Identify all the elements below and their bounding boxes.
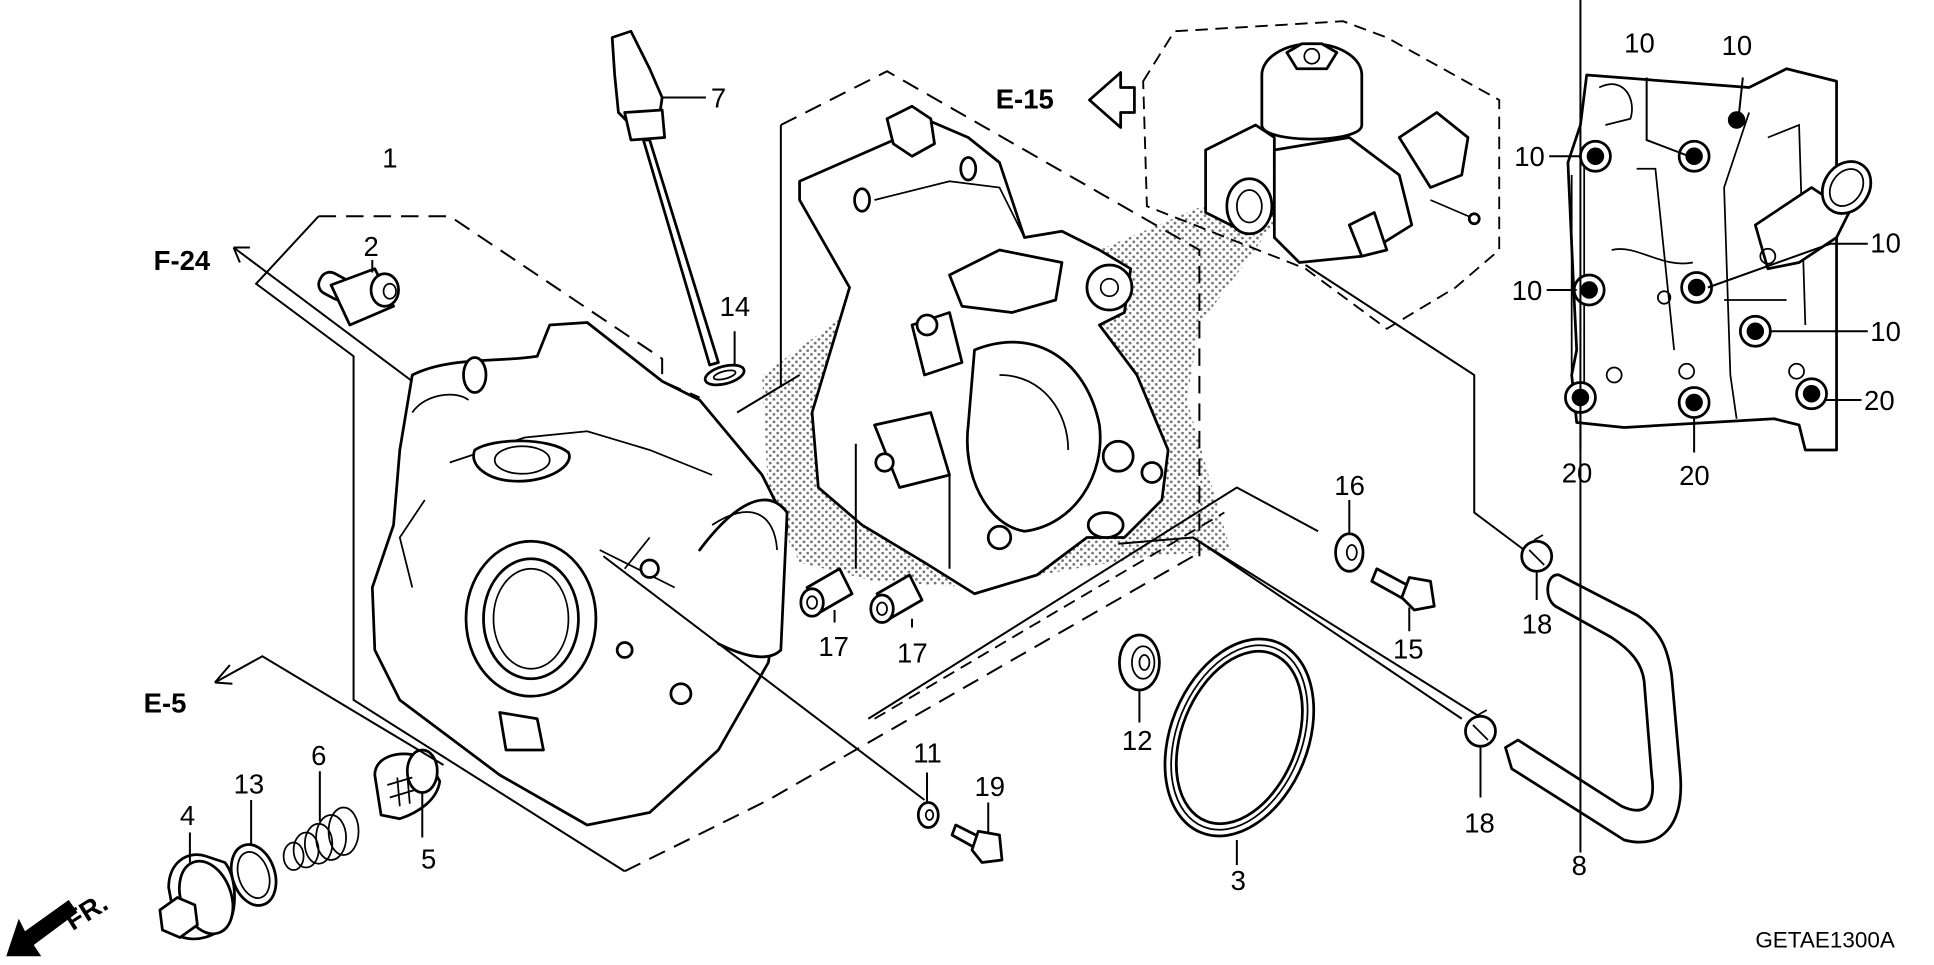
part-12-oil-seal[interactable] (1118, 633, 1161, 723)
callout-15[interactable]: 15 (1393, 634, 1424, 665)
callout-11[interactable]: 11 (913, 737, 942, 768)
bracket-e5 (214, 655, 445, 766)
callout-3[interactable]: 3 (1231, 865, 1246, 896)
reference-labels: F-24 E-5 E-15 FR. GETAE1300A (59, 84, 1895, 953)
callout-17-left[interactable]: 17 (818, 631, 849, 662)
part-3-large-o-ring[interactable] (1137, 617, 1341, 865)
callout-6[interactable]: 6 (311, 740, 326, 771)
callout-13[interactable]: 13 (234, 769, 265, 800)
part-17-dowel-pins[interactable] (799, 567, 924, 628)
callout-10-left-lower[interactable]: 10 (1512, 275, 1543, 306)
part-8-breather-hose[interactable] (1504, 0, 1683, 853)
callout-4[interactable]: 4 (180, 800, 195, 831)
bracket-f24 (232, 246, 413, 383)
part-16-washer[interactable] (1334, 500, 1365, 573)
callout-10-right-lower[interactable]: 10 (1870, 316, 1901, 347)
callout-20-bottom-left[interactable]: 20 (1562, 457, 1593, 488)
part-7-dipstick[interactable] (610, 29, 720, 367)
callout-14[interactable]: 14 (720, 291, 751, 322)
callout-labels: 1 2 3 4 5 6 7 8 10 10 10 10 10 10 11 12 … (180, 27, 1901, 896)
callout-18-lower[interactable]: 18 (1464, 807, 1495, 838)
drawing-code: GETAE1300A (1755, 927, 1895, 952)
callout-2[interactable]: 2 (364, 231, 379, 262)
front-arrow-icon (6, 900, 78, 957)
part-14-o-ring[interactable] (703, 331, 746, 388)
callout-1[interactable]: 1 (382, 142, 397, 173)
callout-17-right[interactable]: 17 (897, 637, 928, 668)
part-11-washer[interactable] (916, 772, 940, 829)
crankcase-right[interactable] (736, 70, 1201, 596)
callout-10-right-upper[interactable]: 10 (1870, 227, 1901, 258)
callout-20-right[interactable]: 20 (1864, 385, 1895, 416)
cylinder-head-cover[interactable] (1546, 67, 1881, 453)
callout-20-bottom-center[interactable]: 20 (1679, 460, 1710, 491)
callout-19[interactable]: 19 (974, 771, 1005, 802)
part-4-drain-plug[interactable] (158, 832, 243, 942)
part-1-crankcase-left[interactable] (254, 215, 1194, 873)
part-15-bolt[interactable] (1370, 567, 1436, 632)
callout-10-top-left[interactable]: 10 (1624, 27, 1655, 58)
callout-7[interactable]: 7 (711, 82, 726, 113)
ref-f24[interactable]: F-24 (154, 245, 211, 276)
front-label: FR. (59, 887, 113, 937)
ref-e5[interactable]: E-5 (144, 687, 187, 718)
part-18-hose-clamps[interactable] (1192, 534, 1554, 798)
callout-18-upper[interactable]: 18 (1522, 609, 1553, 640)
part-19-bolt[interactable] (950, 802, 1004, 864)
callout-5[interactable]: 5 (421, 844, 436, 875)
callout-10-left-upper[interactable]: 10 (1514, 141, 1545, 172)
callout-10-top-right[interactable]: 10 (1722, 30, 1753, 61)
ref-e15[interactable]: E-15 (996, 84, 1054, 115)
callout-12[interactable]: 12 (1122, 725, 1153, 756)
callout-8[interactable]: 8 (1572, 850, 1587, 881)
carburetor-group[interactable] (1142, 20, 1525, 551)
part-6-spring[interactable] (282, 771, 360, 871)
callout-16[interactable]: 16 (1334, 470, 1365, 501)
e15-arrow-icon (1088, 71, 1136, 129)
part-2-dowel[interactable] (315, 260, 400, 327)
part-5-oil-strainer[interactable] (373, 748, 442, 838)
